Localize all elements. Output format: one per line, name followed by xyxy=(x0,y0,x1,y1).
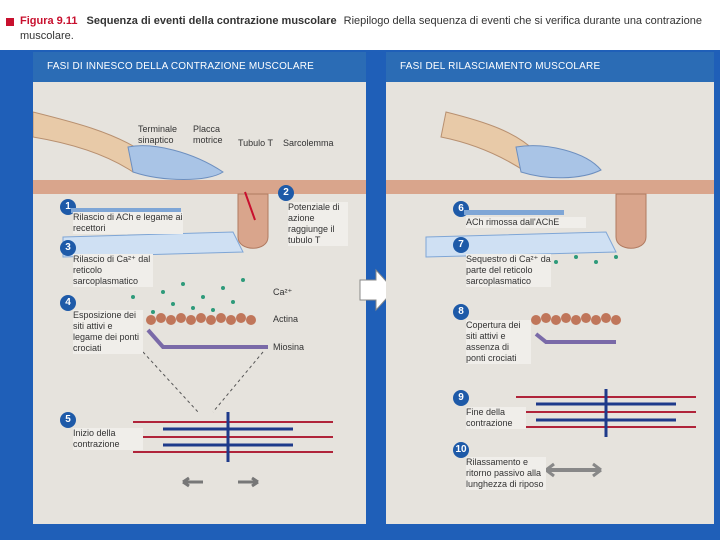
step-bar-1 xyxy=(71,208,181,213)
relaxation-panel: FASI DEL RILASCIAMENTO MUSCOLARE xyxy=(386,52,714,524)
axon-shape xyxy=(33,111,144,173)
step-badge-7: 7 xyxy=(453,237,469,253)
synaptic-terminal-shape xyxy=(127,145,224,180)
synaptic-terminal-right xyxy=(515,145,602,179)
step-text-6: ACh rimossa dall'AChE xyxy=(466,217,586,228)
step-text-10: Rilassamento e ritorno passivo alla lung… xyxy=(466,457,546,490)
step-badge-9: 9 xyxy=(453,390,469,406)
action-potential-arrow xyxy=(244,191,256,221)
zoom-line-left xyxy=(142,351,199,413)
contraction-illustration xyxy=(33,111,366,488)
step-badge-5: 5 xyxy=(60,412,76,428)
step-badge-10: 10 xyxy=(453,442,469,458)
contraction-panel-header: FASI DI INNESCO DELLA CONTRAZIONE MUSCOL… xyxy=(33,52,366,82)
sarcolemma-membrane xyxy=(33,180,366,194)
contraction-arrow-right xyxy=(238,476,259,488)
myosin-filament xyxy=(146,328,268,349)
label-actin: Actina xyxy=(273,314,299,324)
figure-title: Sequenza di eventi della contrazione mus… xyxy=(86,15,337,27)
step-badge-2: 2 xyxy=(278,185,294,201)
label-placca: Placca motrice xyxy=(193,124,223,145)
step-badge-4: 4 xyxy=(60,295,76,311)
step-text-8: Copertura dei siti attivi e assenza di p… xyxy=(466,320,531,364)
sarcomere-diagram xyxy=(133,412,333,462)
step-text-4: Esposizione dei siti attivi e legame dei… xyxy=(73,310,143,354)
label-sarcolemma: Sarcolemma xyxy=(283,138,334,148)
actin-filament-right xyxy=(531,313,621,325)
label-calcium: Ca²⁺ xyxy=(273,287,293,297)
sarcolemma-membrane-right xyxy=(386,180,714,194)
zoom-line-right xyxy=(212,351,264,413)
figure-marker-icon xyxy=(6,18,14,26)
label-myosin: Miosina xyxy=(273,342,305,352)
step-text-3: Rilascio di Ca²⁺ dal reticolo sarcoplasm… xyxy=(73,254,153,287)
relaxation-panel-header: FASI DEL RILASCIAMENTO MUSCOLARE xyxy=(386,52,714,82)
myosin-right xyxy=(534,332,616,344)
reticulum-right xyxy=(425,231,617,258)
t-tubule-shape xyxy=(237,193,269,249)
step-text-1: Rilascio di ACh e legame ai recettori xyxy=(73,212,183,234)
actin-filament xyxy=(146,313,256,325)
step-text-5: Inizio della contrazione xyxy=(73,428,143,450)
label-tubulo: Tubulo T xyxy=(238,138,274,148)
relax-arrowheads xyxy=(545,462,602,478)
relaxation-illustration xyxy=(386,111,714,478)
sarcomere-right xyxy=(516,389,696,437)
figure-number: Figura 9.11 xyxy=(20,15,78,27)
figure-caption-band: Figura 9.11 Sequenza di eventi della con… xyxy=(0,0,720,50)
transition-arrow-icon xyxy=(359,268,395,312)
step-badge-3: 3 xyxy=(60,240,76,256)
step-text-2: Potenziale di azione raggiunge il tubulo… xyxy=(288,202,348,246)
contraction-panel: FASI DI INNESCO DELLA CONTRAZIONE MUSCOL… xyxy=(33,52,366,524)
contraction-arrow-left xyxy=(182,476,203,488)
step-text-7: Sequestro di Ca²⁺ da parte del reticolo … xyxy=(466,254,551,287)
figure-title-block: Figura 9.11 Sequenza di eventi della con… xyxy=(20,14,710,44)
step-text-9: Fine della contrazione xyxy=(466,407,526,429)
t-tubule-right xyxy=(615,193,647,249)
step-badge-8: 8 xyxy=(453,304,469,320)
label-terminal: Terminale sinaptico xyxy=(138,124,178,145)
step-bar-6 xyxy=(464,210,564,215)
figure-caption: Riepilogo della sequenza di eventi che s… xyxy=(20,15,702,42)
